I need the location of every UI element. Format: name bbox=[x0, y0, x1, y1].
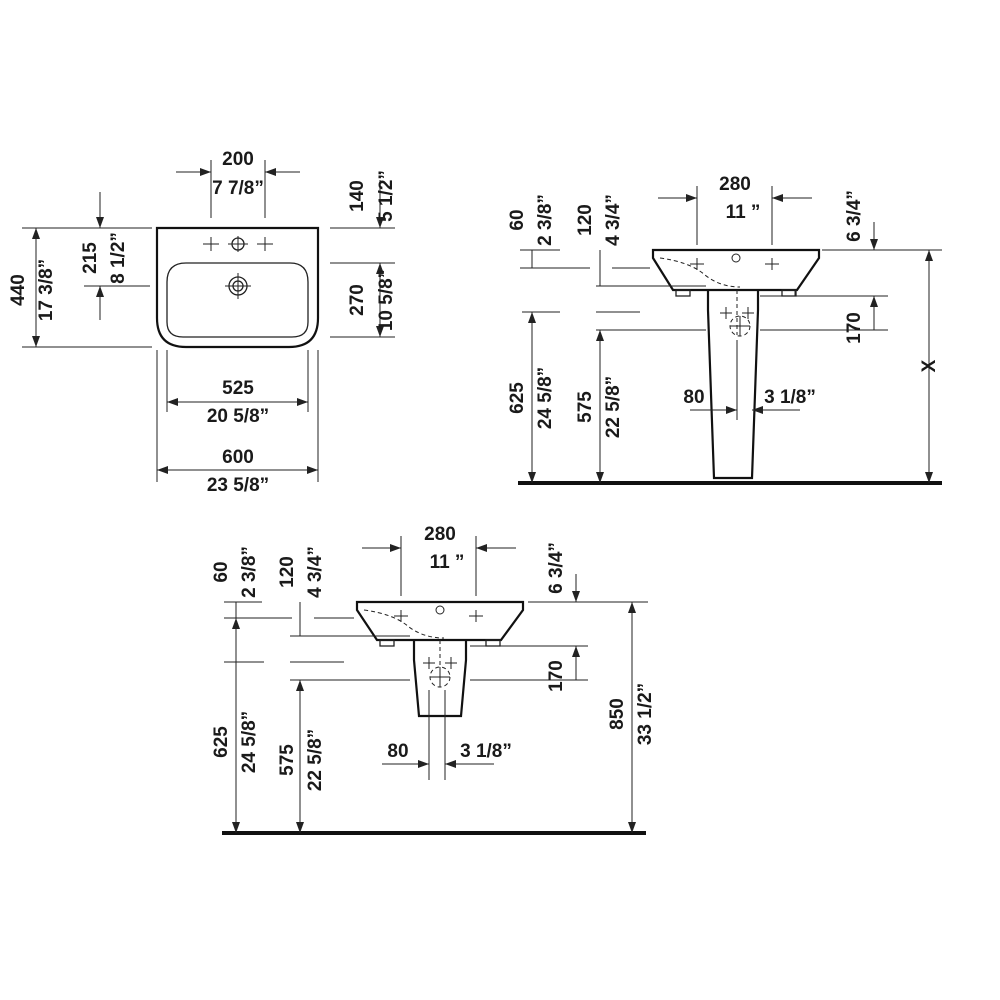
semi-tap-left bbox=[394, 610, 408, 622]
semi-tap-center bbox=[435, 605, 445, 615]
semi-dim-rim-height bbox=[628, 602, 636, 833]
semi-dim-inlet-depth-mm: 120 bbox=[277, 556, 298, 588]
pedestal-tap-center bbox=[731, 253, 741, 263]
dim-overall-width-in: 23 5/8” bbox=[207, 475, 269, 496]
dim-bowl-depth-mm: 270 bbox=[347, 284, 368, 316]
bowl-outline bbox=[166, 262, 309, 338]
dim-overall-depth bbox=[22, 227, 152, 348]
semi-dim-bracket-height-in: 24 5/8” bbox=[239, 711, 260, 773]
semi-dim-trap-height-mm: 170 bbox=[546, 660, 567, 692]
dim-overall-depth-mm: 440 bbox=[8, 274, 29, 306]
dim-drain-offset-mm: 215 bbox=[80, 242, 101, 274]
dim-bowl-width bbox=[166, 350, 309, 412]
semi-dim-outlet-height bbox=[296, 680, 304, 833]
pedestal-dim-outlet-height-mm: 575 bbox=[575, 391, 596, 423]
dim-tap-spacing-in: 7 7/8” bbox=[212, 178, 264, 199]
semi-dim-rim-height-in: 33 1/2” bbox=[635, 683, 656, 745]
semi-dim-bracket-height-mm: 625 bbox=[211, 726, 232, 758]
pedestal-dim-rim-height bbox=[925, 250, 933, 483]
drain bbox=[225, 273, 251, 299]
basin-outline bbox=[155, 226, 320, 349]
dim-overall-width bbox=[156, 350, 319, 482]
pedestal-dim-fixing-spacing bbox=[658, 186, 812, 245]
dim-bowl-depth bbox=[330, 262, 395, 338]
dim-bowl-depth-in: 10 5/8” bbox=[376, 269, 397, 331]
pedestal-dim-rim-thickness-mm: 60 bbox=[507, 209, 528, 230]
semi-pedestal-body bbox=[412, 640, 468, 718]
pedestal-dim-outlet-offset bbox=[690, 340, 800, 420]
pedestal-tap-left bbox=[690, 258, 704, 270]
pedestal-basin-outline bbox=[651, 248, 821, 292]
pedestal-dim-bracket-height-mm: 625 bbox=[507, 382, 528, 414]
dim-bowl-width-in: 20 5/8” bbox=[207, 406, 269, 427]
dim-bowl-width-mm: 525 bbox=[222, 378, 254, 399]
tap-hole-left bbox=[203, 237, 219, 251]
semi-pedestal-view: 280 11 ” 60 2 3/8” 120 4 3/4” 6 3/4” 170 bbox=[211, 524, 656, 835]
pedestal-dim-wall-offset-in: 6 3/4” bbox=[844, 190, 865, 242]
tap-hole-right bbox=[257, 237, 273, 251]
pedestal-dim-bracket-height-in: 24 5/8” bbox=[535, 367, 556, 429]
semi-dim-rim-height-mm: 850 bbox=[607, 698, 628, 730]
dim-overall-width-mm: 600 bbox=[222, 447, 254, 468]
pedestal-dim-bracket-height bbox=[528, 312, 536, 483]
pedestal-dim-trap-height-mm: 170 bbox=[844, 312, 865, 344]
dim-tap-offset bbox=[330, 180, 395, 229]
semi-dim-outlet-offset bbox=[382, 690, 494, 780]
pedestal-trap bbox=[720, 290, 754, 337]
dim-tap-spacing bbox=[176, 160, 300, 218]
semi-tap-right bbox=[469, 610, 483, 622]
dim-overall-depth-in: 17 3/8” bbox=[36, 259, 57, 321]
semi-dim-rim-thickness-in: 2 3/8” bbox=[239, 546, 260, 598]
semi-dim-fixing-spacing-mm: 280 bbox=[424, 524, 456, 545]
pedestal-tap-right bbox=[765, 258, 779, 270]
semi-dim-wall-offset-in: 6 3/4” bbox=[546, 542, 567, 594]
dim-tap-offset-in: 5 1/2” bbox=[376, 170, 397, 222]
pedestal-view: 280 11 ” 60 2 3/8” 120 4 3/4” 6 3/4” 170 bbox=[507, 174, 942, 485]
semi-dim-outlet-height-mm: 575 bbox=[277, 744, 298, 776]
pedestal-column bbox=[706, 290, 760, 480]
pedestal-dim-rim-thickness-in: 2 3/8” bbox=[535, 194, 556, 246]
dim-drain-offset bbox=[84, 192, 150, 320]
pedestal-dim-outlet-offset-in: 3 1/8” bbox=[764, 387, 816, 408]
pedestal-dim-outlet-height-in: 22 5/8” bbox=[603, 376, 624, 438]
semi-dim-fixing-spacing-in: 11 ” bbox=[430, 552, 465, 573]
dim-tap-spacing-mm: 200 bbox=[222, 149, 254, 170]
semi-dim-outlet-offset-mm: 80 bbox=[387, 741, 408, 762]
tap-hole-center bbox=[228, 236, 248, 252]
pedestal-dim-outlet-offset-mm: 80 bbox=[683, 387, 704, 408]
semi-dim-bracket-height bbox=[232, 618, 240, 833]
pedestal-dim-fixing-spacing-in: 11 ” bbox=[726, 202, 761, 223]
dim-drain-offset-in: 8 1/2” bbox=[108, 232, 129, 284]
semi-trap bbox=[423, 640, 457, 688]
semi-dim-inlet-depth-in: 4 3/4” bbox=[305, 546, 326, 598]
pedestal-dim-rim-height-label: X bbox=[919, 359, 940, 372]
pedestal-dim-outlet-height bbox=[596, 330, 604, 483]
semi-basin-outline bbox=[355, 600, 525, 642]
top-view: 200 7 7/8” 440 17 3/8” 215 8 1/2” 140 bbox=[8, 149, 397, 496]
semi-dim-outlet-offset-in: 3 1/8” bbox=[460, 741, 512, 762]
semi-dim-fixing-spacing bbox=[362, 536, 516, 596]
dim-tap-offset-mm: 140 bbox=[347, 180, 368, 212]
semi-dim-outlet-height-in: 22 5/8” bbox=[305, 729, 326, 791]
semi-dim-rim-thickness-mm: 60 bbox=[211, 561, 232, 582]
pedestal-dim-inlet-depth-mm: 120 bbox=[575, 204, 596, 236]
pedestal-dim-inlet-depth-in: 4 3/4” bbox=[603, 194, 624, 246]
pedestal-dim-fixing-spacing-mm: 280 bbox=[719, 174, 751, 195]
